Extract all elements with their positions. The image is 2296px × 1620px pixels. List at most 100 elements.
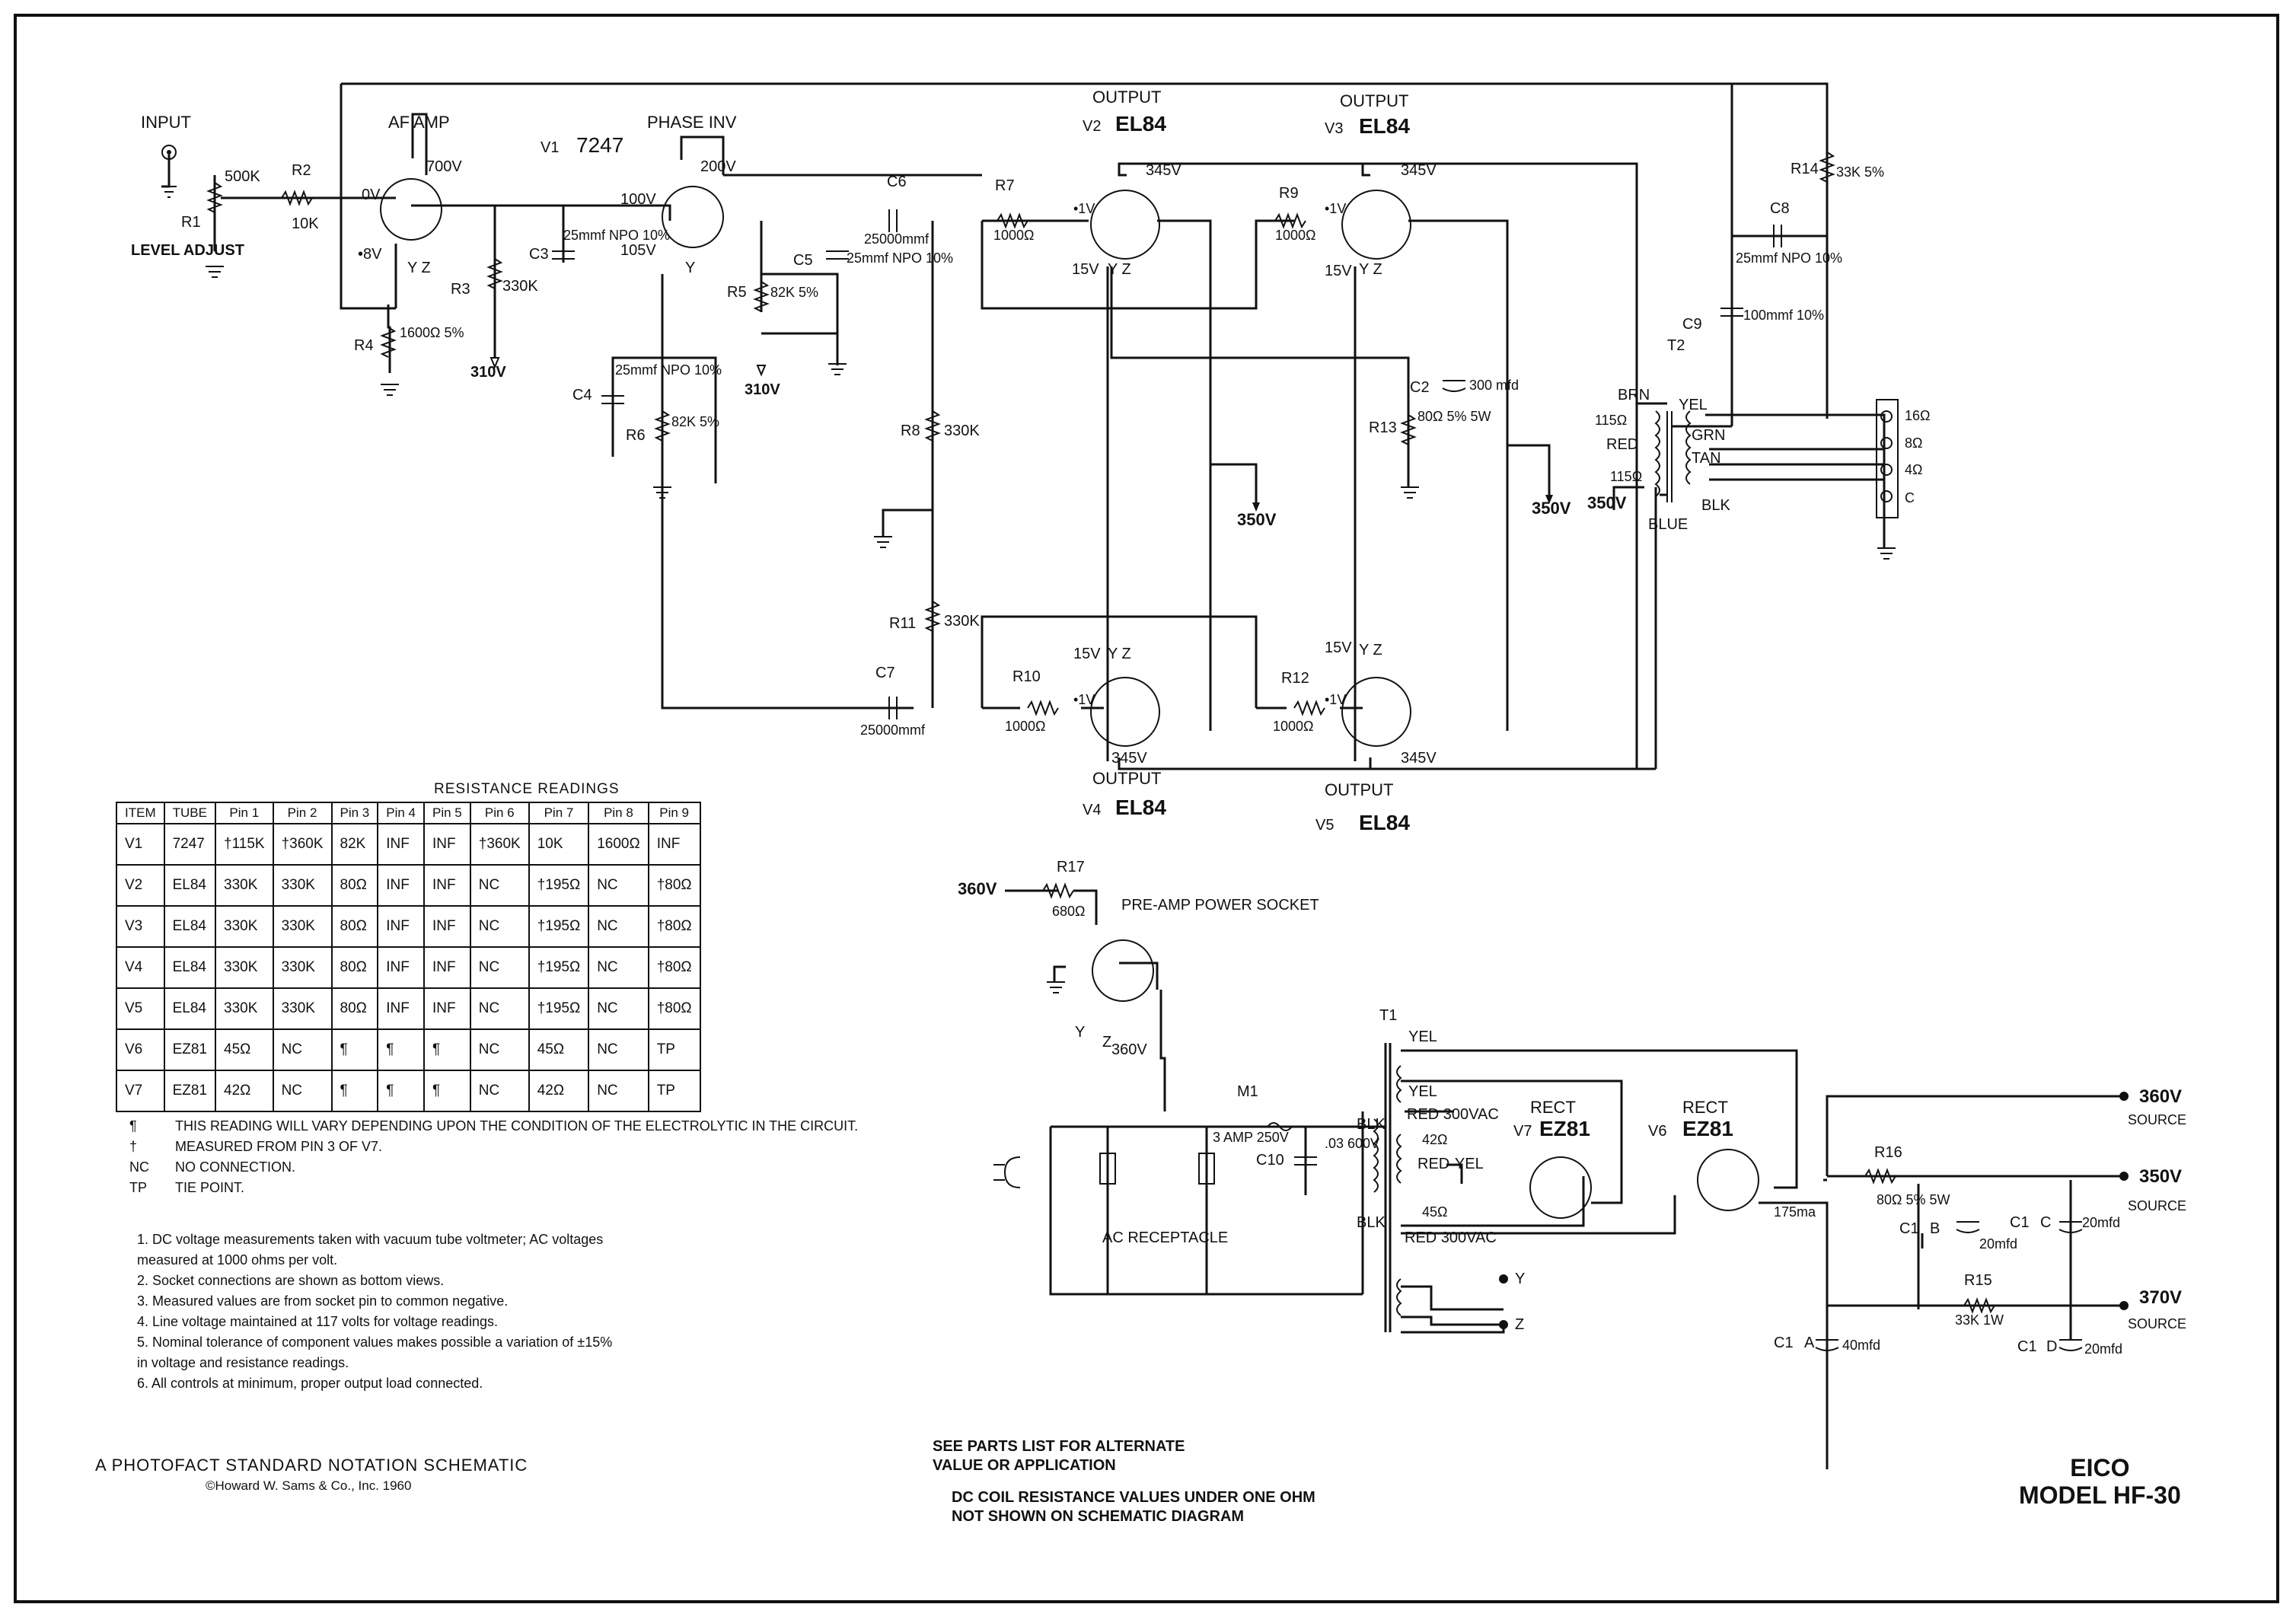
table-header-cell: Pin 7 bbox=[528, 802, 590, 824]
wiring bbox=[161, 82, 2124, 1469]
table-cell: 330K bbox=[272, 987, 333, 1030]
out-8: 8Ω bbox=[1905, 435, 1922, 451]
table-cell: 330K bbox=[215, 946, 274, 989]
out-16: 16Ω bbox=[1905, 408, 1930, 423]
v3-grid-v: •1V bbox=[1325, 201, 1346, 216]
c4-value: 25mmf NPO 10% bbox=[615, 362, 722, 378]
table-cell: 330K bbox=[272, 864, 333, 907]
table-cell: EZ81 bbox=[163, 1070, 217, 1112]
table-cell: 42Ω bbox=[528, 1070, 590, 1112]
brand-block: EICO MODEL HF-30 bbox=[2019, 1454, 2181, 1509]
v4-type: EL84 bbox=[1115, 796, 1166, 819]
src-350-label: SOURCE bbox=[2128, 1198, 2186, 1213]
bus-350v-1: 350V bbox=[1237, 510, 1277, 529]
v2-type: EL84 bbox=[1115, 112, 1166, 136]
v1-ref: V1 bbox=[541, 139, 559, 156]
legend-symbol: ¶ bbox=[129, 1118, 137, 1134]
v6-current: 175ma bbox=[1774, 1204, 1816, 1220]
table-cell: ¶ bbox=[423, 1070, 471, 1112]
v1-tube-type: 7247 bbox=[576, 133, 623, 157]
r7-value: 1000Ω bbox=[993, 228, 1035, 243]
bus-350v-2: 350V bbox=[1532, 499, 1571, 518]
t2-blk: BLK bbox=[1701, 497, 1730, 514]
t1-red-yel: RED-YEL bbox=[1417, 1156, 1484, 1172]
table-cell: INF bbox=[423, 946, 471, 989]
note-item: 2. Socket connections are shown as botto… bbox=[137, 1273, 445, 1288]
r6-ref: R6 bbox=[626, 427, 646, 444]
coil-note-line1: DC COIL RESISTANCE VALUES UNDER ONE OHM bbox=[952, 1489, 1315, 1506]
t1-blk-1: BLK bbox=[1357, 1116, 1386, 1133]
c9-value: 100mmf 10% bbox=[1743, 308, 1824, 323]
socket-voltage: 360V bbox=[1111, 1041, 1147, 1058]
m1-ref: M1 bbox=[1237, 1083, 1258, 1100]
v5-output-label: OUTPUT bbox=[1325, 780, 1393, 799]
r16-ref: R16 bbox=[1874, 1144, 1902, 1161]
table-cell: V4 bbox=[116, 946, 165, 989]
r6-value: 82K 5% bbox=[671, 414, 719, 429]
coil-note-line2: NOT SHOWN ON SCHEMATIC DIAGRAM bbox=[952, 1508, 1245, 1525]
t1-z: Z bbox=[1515, 1316, 1524, 1333]
table-cell: †80Ω bbox=[647, 864, 701, 907]
r13-value: 80Ω 5% 5W bbox=[1417, 409, 1491, 424]
table-cell: 7247 bbox=[163, 823, 217, 866]
parts-list-note-line2: VALUE OR APPLICATION bbox=[933, 1457, 1116, 1474]
table-cell: †115K bbox=[215, 823, 274, 866]
c1a-ref: C1 bbox=[1774, 1335, 1794, 1351]
table-header-cell: Pin 3 bbox=[330, 802, 379, 824]
c8-ref: C8 bbox=[1770, 200, 1790, 217]
r3-ref: R3 bbox=[451, 281, 470, 298]
out-c: C bbox=[1905, 490, 1915, 505]
t1-yel-1: YEL bbox=[1408, 1028, 1437, 1045]
r11-value: 330K bbox=[944, 613, 980, 630]
t1-red-bottom: RED 300VAC bbox=[1405, 1229, 1497, 1246]
table-cell: ¶ bbox=[377, 1070, 426, 1112]
v5-grid-v: •1V bbox=[1325, 692, 1346, 707]
table-header-cell: Pin 2 bbox=[272, 802, 333, 824]
r16-value: 80Ω 5% 5W bbox=[1877, 1192, 1950, 1207]
table-cell: V7 bbox=[116, 1070, 165, 1112]
legend-text: MEASURED FROM PIN 3 OF V7. bbox=[175, 1139, 383, 1154]
t1-ohm45: 45Ω bbox=[1422, 1204, 1447, 1220]
v3-plate-v: 345V bbox=[1401, 162, 1437, 179]
legend-item: † MEASURED FROM PIN 3 OF V7. bbox=[129, 1137, 858, 1157]
table-cell: INF bbox=[377, 823, 426, 866]
table-header-cell: Pin 1 bbox=[215, 802, 274, 824]
c10-value: .03 600V bbox=[1325, 1136, 1379, 1151]
components bbox=[161, 145, 2129, 1351]
v3-tube-icon bbox=[1341, 190, 1411, 260]
c1b-value: 20mfd bbox=[1979, 1236, 2017, 1252]
table-cell: 330K bbox=[215, 864, 274, 907]
r12-ref: R12 bbox=[1281, 670, 1309, 687]
phase-inv-label: PHASE INV bbox=[647, 113, 737, 132]
table-cell: 1600Ω bbox=[588, 823, 649, 866]
r1-value: 500K bbox=[225, 168, 260, 185]
general-notes: 1. DC voltage measurements taken with va… bbox=[137, 1229, 624, 1394]
r4-ref: R4 bbox=[354, 337, 374, 354]
v3-yz: Y Z bbox=[1359, 261, 1382, 278]
table-cell: ¶ bbox=[423, 1028, 471, 1071]
r14-ref: R14 bbox=[1791, 161, 1819, 177]
v7-type: EZ81 bbox=[1539, 1117, 1590, 1140]
note-item: 4. Line voltage maintained at 117 volts … bbox=[137, 1314, 498, 1329]
preamp-socket-label: PRE-AMP POWER SOCKET bbox=[1121, 897, 1319, 914]
v1b-tube-icon bbox=[662, 186, 724, 248]
table-cell: INF bbox=[423, 823, 471, 866]
v1-grid-voltage: 0V bbox=[362, 187, 381, 203]
legend-symbol: † bbox=[129, 1139, 138, 1154]
table-cell: 330K bbox=[215, 987, 274, 1030]
v7-rectifier-icon bbox=[1529, 1156, 1592, 1219]
c7-value: 25000mmf bbox=[860, 722, 926, 738]
c1d-ref: C1 bbox=[2017, 1338, 2037, 1355]
table-cell: INF bbox=[647, 823, 701, 866]
c1a-value: 40mfd bbox=[1842, 1338, 1880, 1353]
v4-cathode-v: 15V bbox=[1073, 646, 1101, 662]
table-cell: NC bbox=[469, 987, 530, 1030]
table-cell: TP bbox=[647, 1028, 701, 1071]
v6-ref: V6 bbox=[1648, 1123, 1666, 1140]
t2-grn: GRN bbox=[1692, 427, 1725, 444]
legend-notes: ¶THIS READING WILL VARY DEPENDING UPON T… bbox=[129, 1116, 858, 1198]
v7-rect-label: RECT bbox=[1530, 1098, 1576, 1117]
